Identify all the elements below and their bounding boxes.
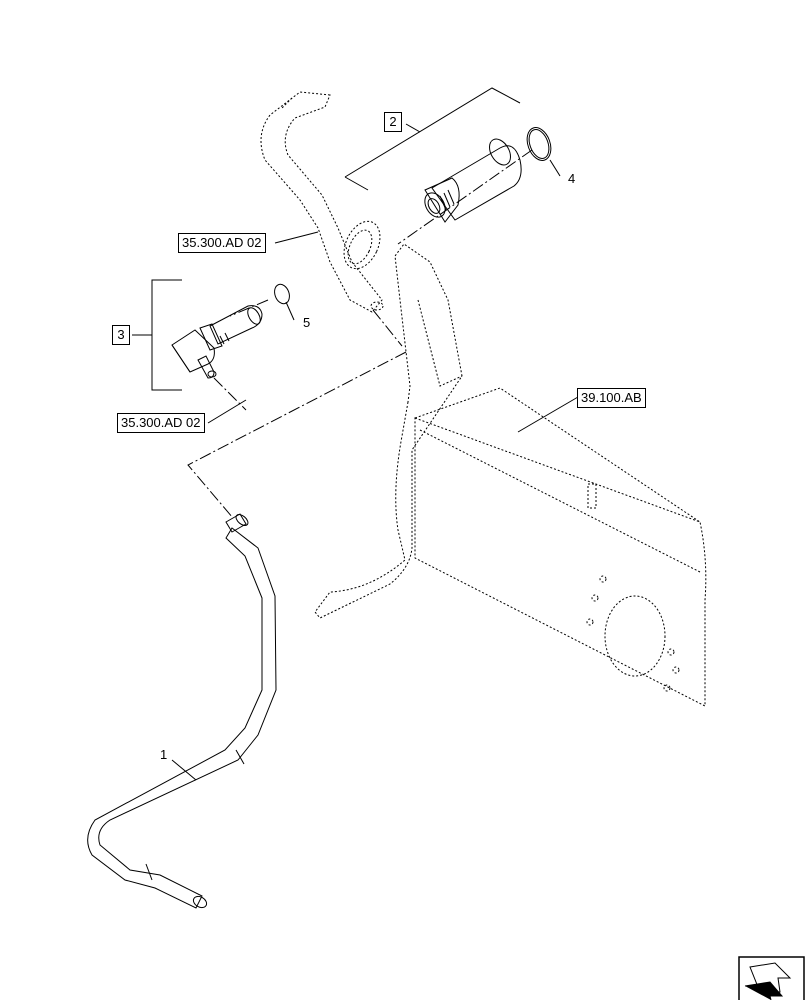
callout-part-5[interactable]: 5 [303,315,311,330]
group-3-bracket [151,279,182,391]
elbow-fitting[interactable] [171,305,263,379]
upper-hose [260,91,384,313]
o-ring-4[interactable] [523,124,555,163]
bracket [314,243,463,619]
reference-label-upper-hose[interactable]: 35.300.AD 02 [178,233,266,253]
callout-part-4[interactable]: 4 [568,171,576,186]
hose-ring [343,220,381,270]
filter-cartridge[interactable] [421,135,522,223]
o-ring-5[interactable] [272,282,292,306]
pipe-part-1[interactable] [87,512,277,909]
leader-lines [171,159,579,781]
reference-label-panel[interactable]: 39.100.AB [577,388,646,408]
assembly-centerlines [187,149,533,519]
group-2-bracket [344,87,521,191]
callout-group-2[interactable]: 2 [384,112,402,132]
navigation-arrow-icon[interactable] [738,956,805,1000]
reference-label-lower-fitting[interactable]: 35.300.AD 02 [117,413,205,433]
callout-group-3[interactable]: 3 [112,325,130,345]
group-2-leader [405,123,421,133]
callout-part-1[interactable]: 1 [160,747,168,762]
panel [414,387,707,707]
